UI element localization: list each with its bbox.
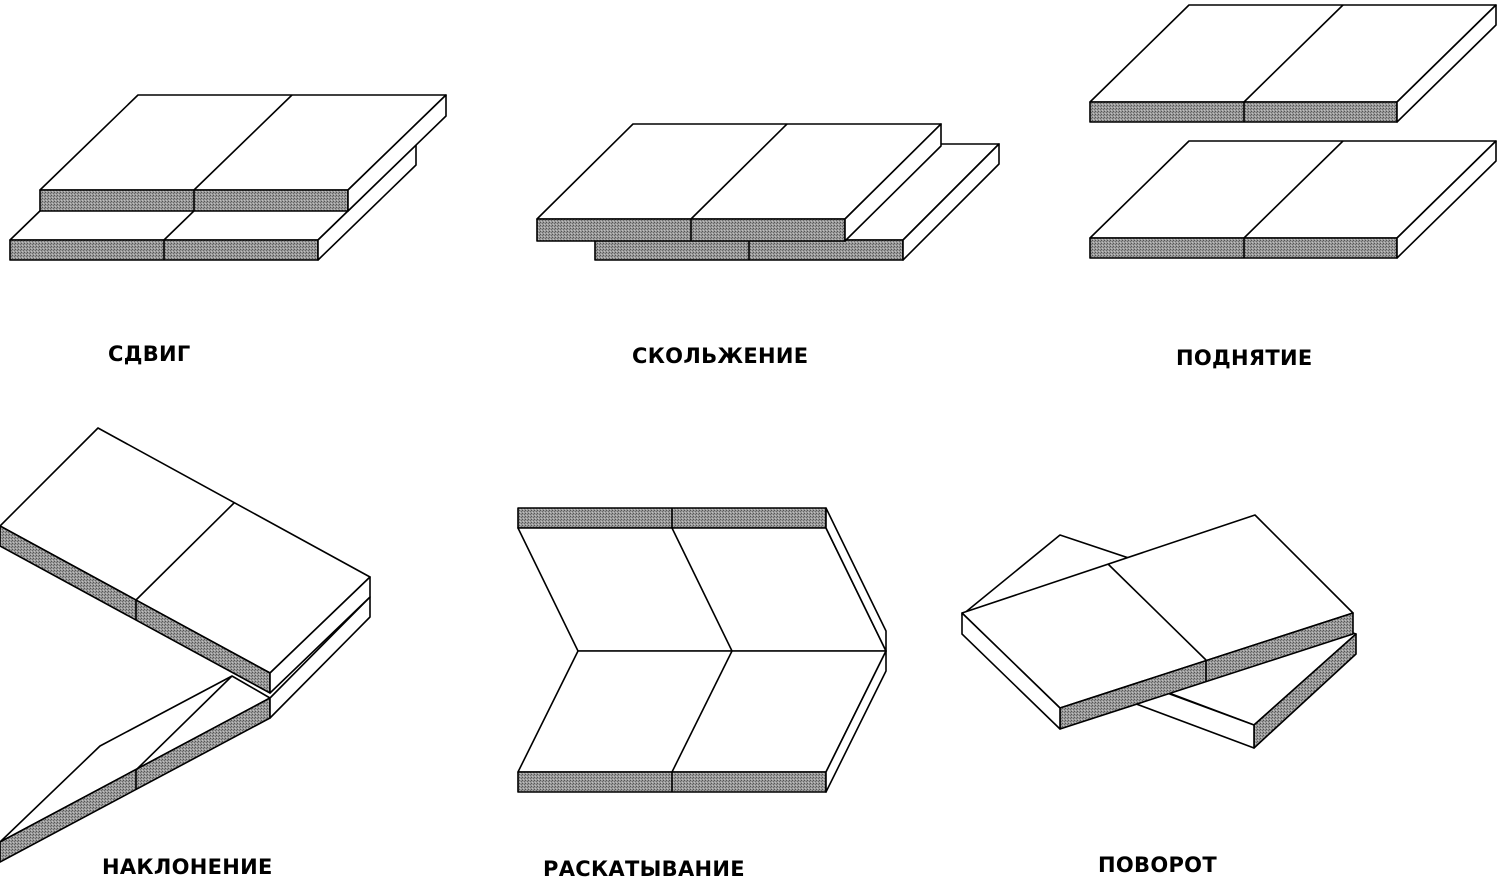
slide-upper-slab	[536, 123, 942, 242]
tilt-label: НАКЛОНЕНИЕ	[102, 855, 273, 879]
tilt-lower-slab	[0, 596, 371, 863]
slide-illustration	[536, 123, 1000, 261]
lift-illustration	[1089, 4, 1497, 259]
rotate-upper-slab	[961, 514, 1354, 730]
roll-label: РАСКАТЫВАНИЕ	[543, 857, 745, 881]
shear-label: СДВИГ	[108, 342, 191, 366]
rotate-illustration	[961, 514, 1357, 749]
shear-illustration	[9, 94, 447, 261]
slide-label: СКОЛЬЖЕНИЕ	[632, 344, 809, 368]
tilt-illustration	[0, 427, 371, 863]
roll-bottom-slab	[517, 650, 887, 793]
lift-lower-slab	[1089, 140, 1497, 259]
tilt-upper-slab	[0, 427, 371, 694]
shear-upper-slab	[39, 94, 447, 212]
lift-upper-slab	[1089, 4, 1497, 123]
lift-label: ПОДНЯТИЕ	[1176, 346, 1313, 370]
roll-illustration	[517, 507, 887, 793]
rotate-label: ПОВОРОТ	[1098, 853, 1217, 877]
roll-top-slab	[517, 507, 887, 652]
